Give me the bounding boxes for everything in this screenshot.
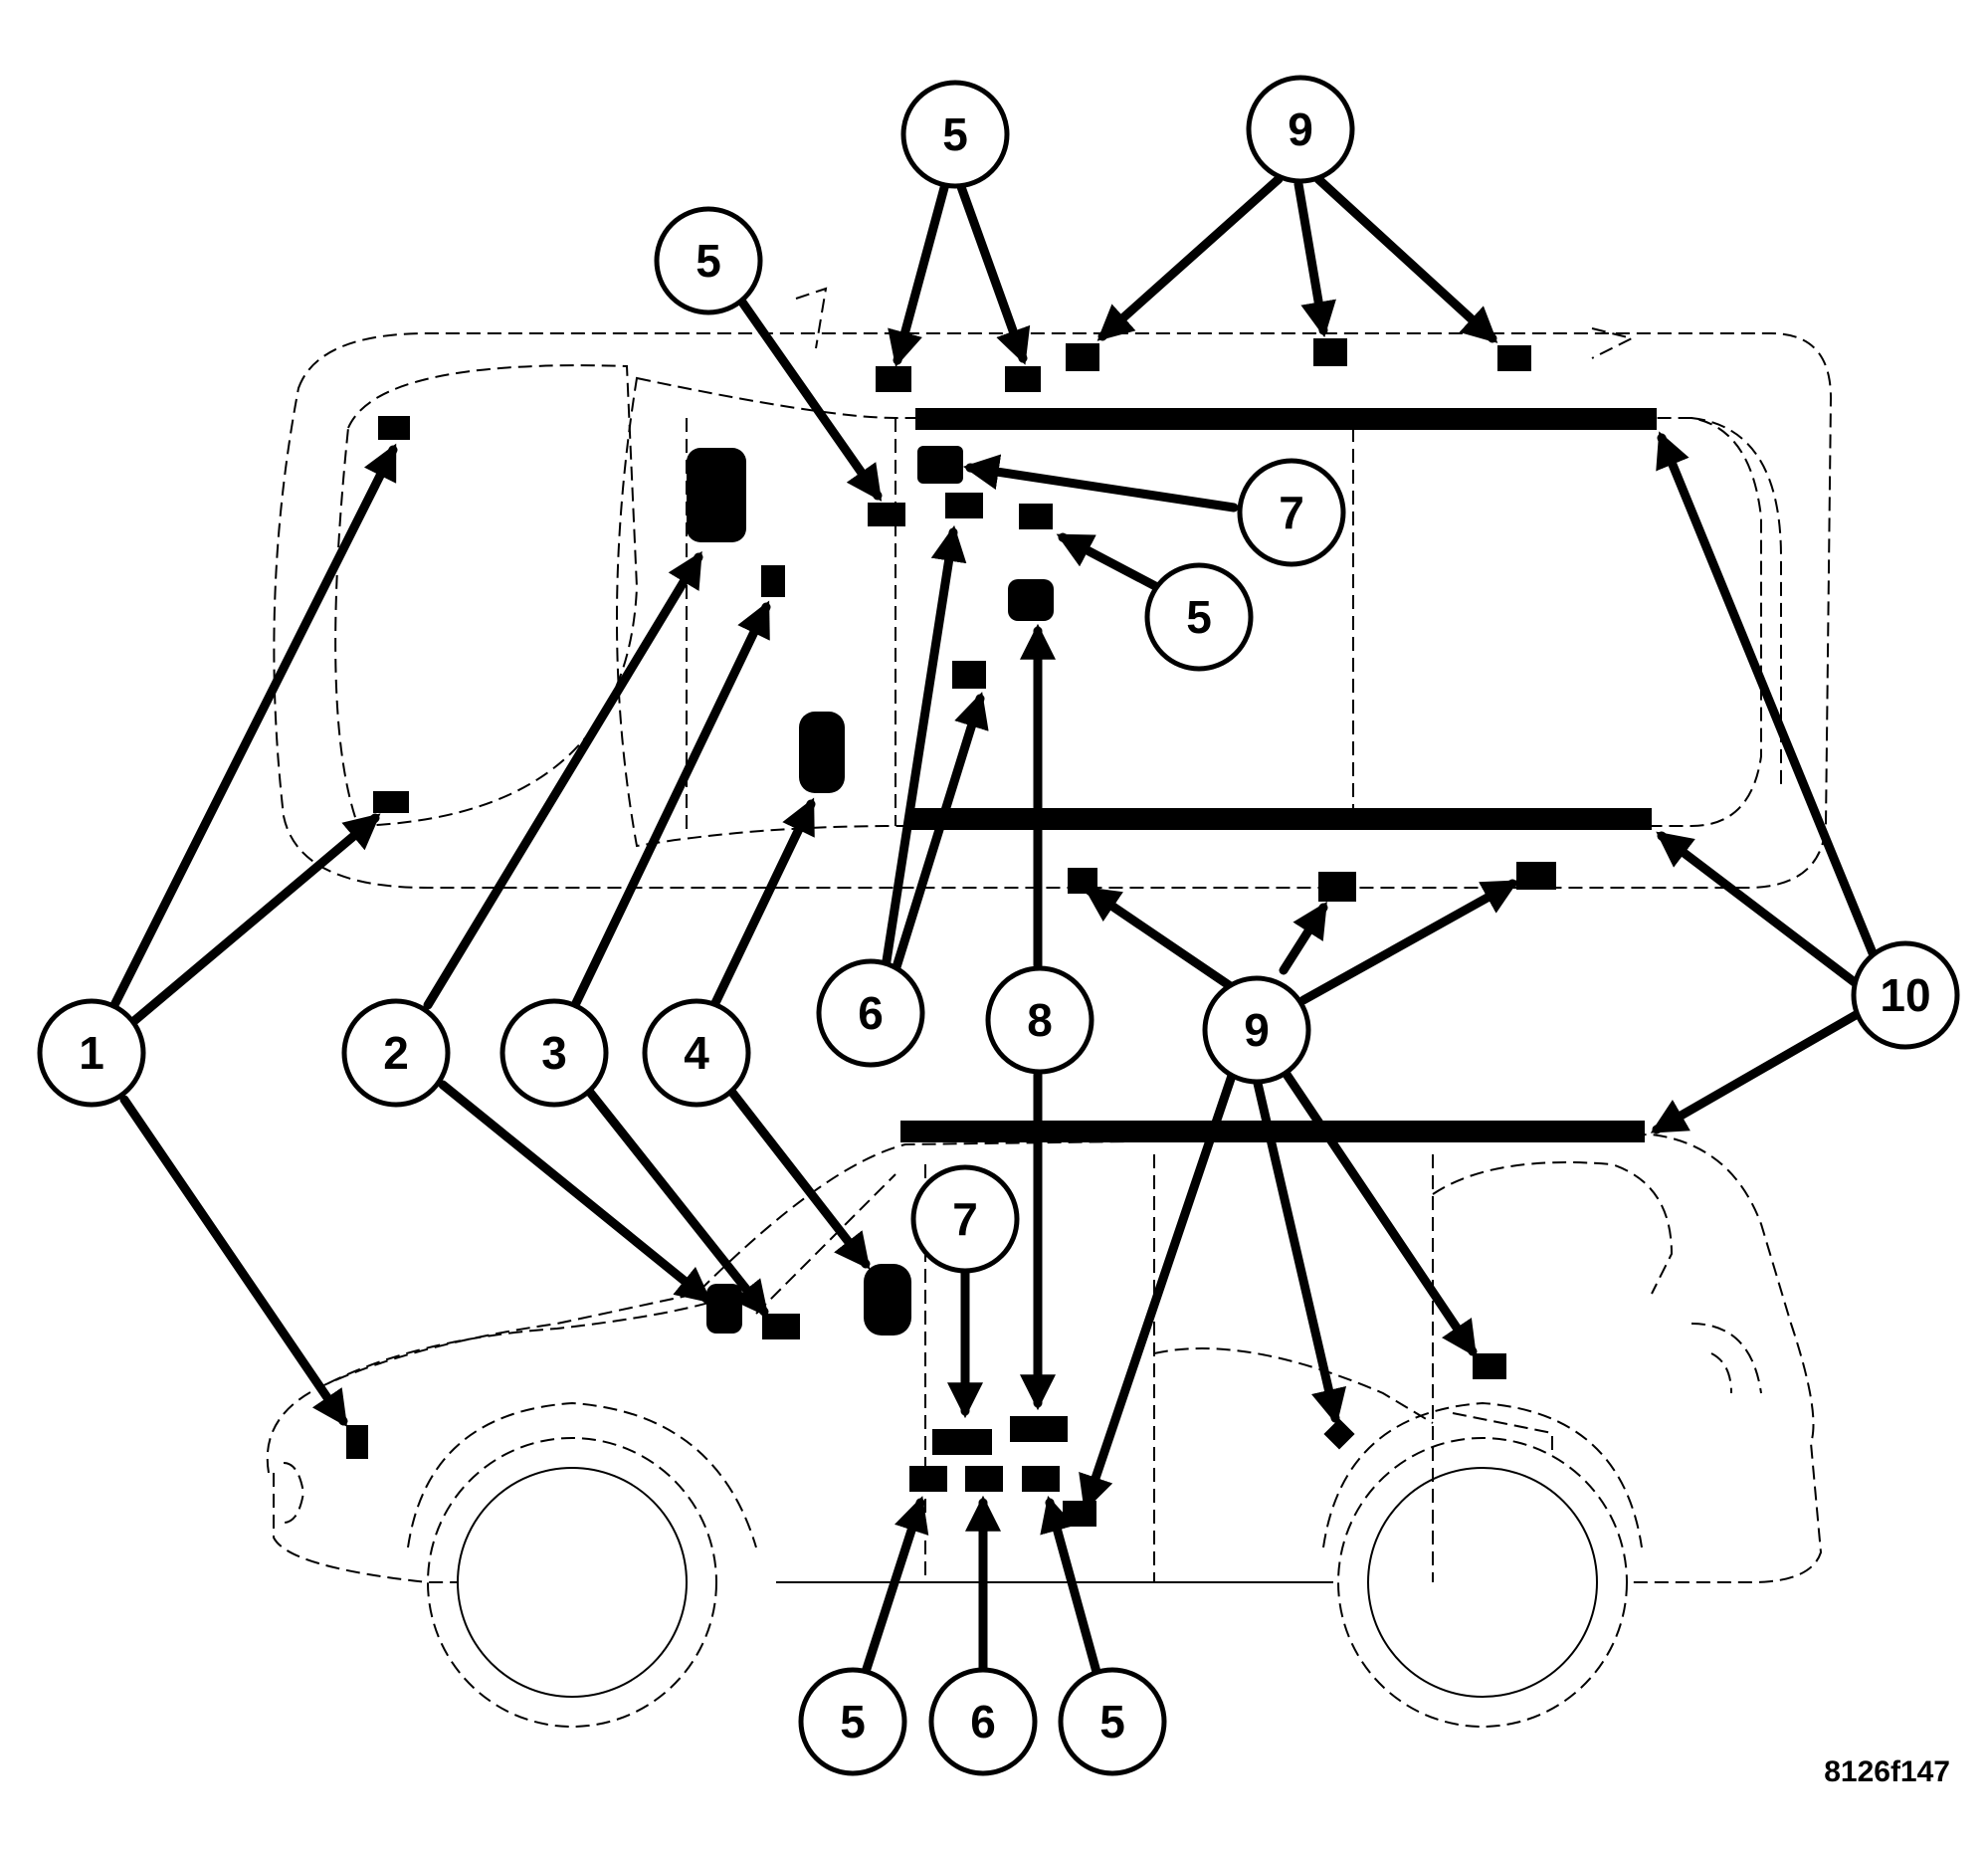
svg-text:4: 4 bbox=[684, 1027, 709, 1079]
connector bbox=[373, 791, 409, 813]
svg-text:8: 8 bbox=[1027, 994, 1053, 1046]
callout-5-right: 5 bbox=[1144, 562, 1254, 672]
svg-text:2: 2 bbox=[383, 1027, 409, 1079]
callout-6-bottom: 6 bbox=[928, 1667, 1038, 1776]
connector bbox=[762, 1314, 800, 1339]
callout-9-mid: 9 bbox=[1202, 975, 1311, 1085]
svg-text:3: 3 bbox=[541, 1027, 567, 1079]
leader-lines bbox=[109, 174, 1881, 1677]
svg-text:5: 5 bbox=[1186, 591, 1212, 643]
connector bbox=[1516, 862, 1556, 890]
svg-text:5: 5 bbox=[942, 108, 968, 160]
callout-6-mid: 6 bbox=[816, 958, 925, 1068]
connector bbox=[346, 1425, 368, 1459]
callout-1: 1 bbox=[37, 998, 146, 1108]
svg-text:5: 5 bbox=[1099, 1696, 1125, 1747]
connector bbox=[932, 1429, 992, 1455]
callout-2: 2 bbox=[341, 998, 451, 1108]
callout-5-top-left: 5 bbox=[654, 206, 763, 315]
svg-text:6: 6 bbox=[970, 1696, 996, 1747]
connector bbox=[1313, 338, 1347, 366]
harness-bar-top bbox=[915, 408, 1657, 430]
connector bbox=[1318, 872, 1356, 902]
callout-5-bottom-right: 5 bbox=[1058, 1667, 1167, 1776]
callout-10: 10 bbox=[1851, 940, 1960, 1050]
callout-9-top: 9 bbox=[1246, 75, 1355, 184]
connector bbox=[876, 366, 911, 392]
connector bbox=[1008, 579, 1054, 621]
callout-3: 3 bbox=[499, 998, 609, 1108]
callout-4: 4 bbox=[642, 998, 751, 1108]
connector bbox=[1323, 1418, 1355, 1450]
svg-text:5: 5 bbox=[696, 235, 721, 287]
callout-8: 8 bbox=[985, 965, 1094, 1075]
callout-5-bottom-left: 5 bbox=[798, 1667, 907, 1776]
connector bbox=[1063, 1501, 1096, 1527]
svg-text:10: 10 bbox=[1880, 969, 1930, 1021]
svg-text:9: 9 bbox=[1244, 1004, 1270, 1056]
svg-text:7: 7 bbox=[952, 1193, 978, 1245]
callout-7-right: 7 bbox=[1237, 458, 1346, 567]
svg-text:6: 6 bbox=[858, 987, 884, 1039]
connector bbox=[378, 416, 410, 440]
connector bbox=[868, 503, 905, 526]
harness-bar-middle bbox=[910, 808, 1652, 830]
connector bbox=[864, 1264, 911, 1336]
connector bbox=[1022, 1466, 1060, 1492]
connector bbox=[799, 712, 845, 793]
figure-id: 8126f147 bbox=[1824, 1755, 1950, 1788]
connector bbox=[1473, 1353, 1506, 1379]
callout-5-top-mid: 5 bbox=[900, 80, 1010, 189]
connector bbox=[706, 1284, 742, 1334]
connector bbox=[909, 1466, 947, 1492]
connector bbox=[1497, 345, 1531, 371]
connector bbox=[1010, 1416, 1068, 1442]
connector bbox=[965, 1466, 1003, 1492]
connector bbox=[1019, 504, 1053, 529]
connector bbox=[945, 493, 983, 518]
svg-text:9: 9 bbox=[1288, 103, 1313, 155]
connector bbox=[952, 661, 986, 689]
connectors bbox=[346, 338, 1556, 1527]
connector bbox=[1066, 343, 1099, 371]
callout-7-lower: 7 bbox=[910, 1164, 1020, 1274]
svg-text:7: 7 bbox=[1279, 487, 1304, 538]
connector bbox=[687, 448, 746, 542]
connector bbox=[1005, 366, 1041, 392]
svg-text:5: 5 bbox=[840, 1696, 866, 1747]
connector bbox=[917, 446, 963, 484]
connector bbox=[761, 565, 785, 597]
svg-text:1: 1 bbox=[79, 1027, 104, 1079]
